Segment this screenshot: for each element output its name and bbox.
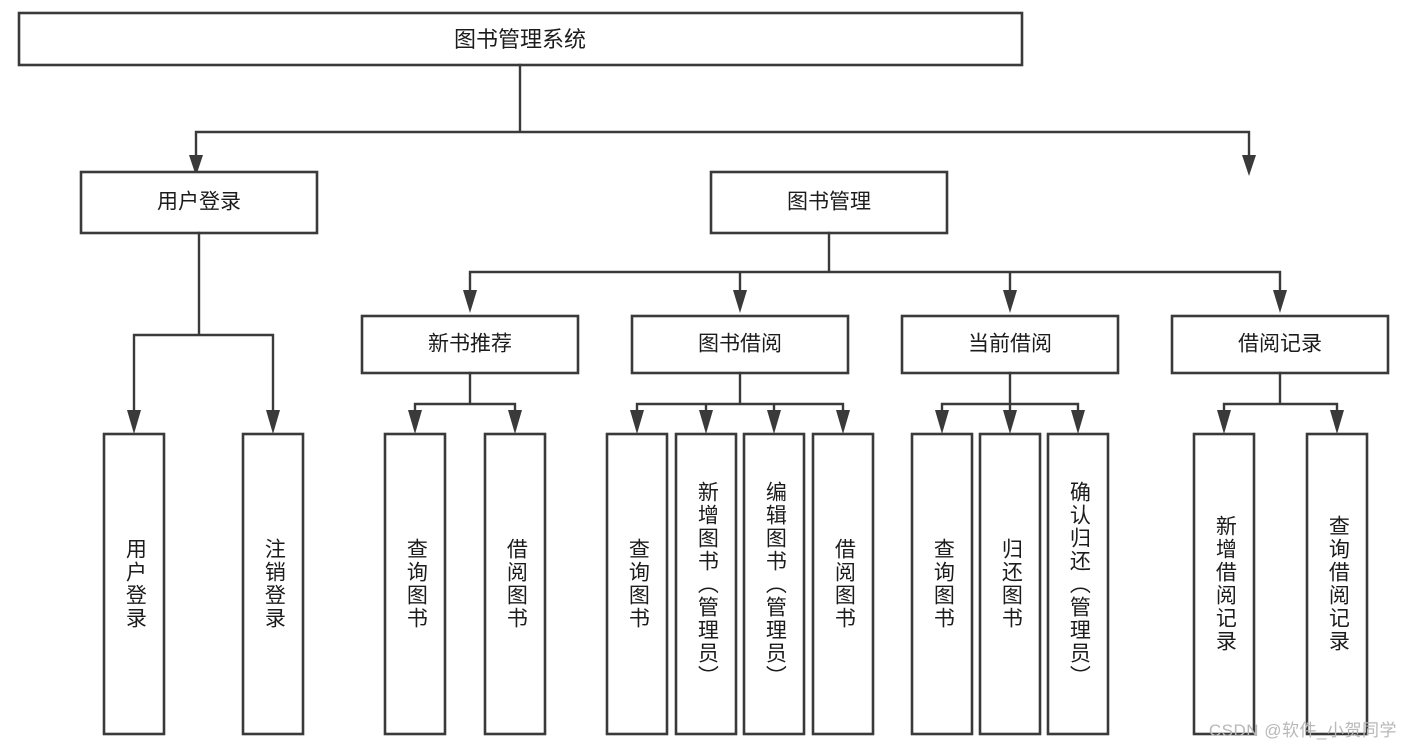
arrow-current-borrow-leaf-3: [1071, 410, 1085, 434]
leaf-box-user-login[interactable]: [102, 432, 166, 736]
borrow-record-label: 借阅记录: [1238, 333, 1322, 356]
arrow-to-user-login: [189, 155, 203, 176]
arrow-to-leaf-logout: [266, 410, 280, 434]
user-login-box: [79, 170, 319, 235]
leaf-box-borrow-book-2[interactable]: [811, 432, 875, 736]
arrow-borrow-record-leaf-1: [1217, 410, 1231, 434]
arrow-book-borrow-leaf-2: [699, 410, 713, 434]
leaf-box-query-book-2[interactable]: [605, 432, 669, 736]
borrow-record-box: [1170, 314, 1390, 375]
user-login-label: 用户登录: [157, 191, 241, 214]
arrow-book-borrow-leaf-3: [767, 410, 781, 434]
leaf-box-confirm-return-admin[interactable]: [1046, 432, 1110, 736]
connector-new-book-to-leaves: [408, 371, 522, 434]
arrow-to-borrow-record: [1273, 290, 1287, 313]
connector-user-login-to-leaves: [127, 231, 280, 434]
leaf-box-query-borrow-record[interactable]: [1305, 432, 1369, 736]
connector-book-borrow-to-leaves: [630, 371, 850, 434]
new-book-recommend-label: 新书推荐: [428, 333, 512, 356]
root-label: 图书管理系统: [454, 27, 586, 52]
leaf-box-query-book-1[interactable]: [383, 432, 447, 736]
node-user-login[interactable]: 用户登录: [79, 170, 319, 235]
current-borrow-box: [900, 314, 1120, 375]
leaf-box-edit-book-admin[interactable]: [742, 432, 806, 736]
leaf-box-borrow-book-1[interactable]: [483, 432, 547, 736]
leaf-box-add-borrow-record[interactable]: [1192, 432, 1256, 736]
arrow-new-book-leaf-1: [408, 410, 422, 434]
arrow-to-book-borrow: [733, 290, 747, 313]
arrow-to-leaf-user-login: [127, 410, 141, 434]
node-new-book-recommend[interactable]: 新书推荐: [360, 314, 580, 375]
arrow-current-borrow-leaf-2: [1003, 410, 1017, 434]
current-borrow-label: 当前借阅: [968, 333, 1052, 356]
connector-current-borrow-to-leaves: [935, 371, 1085, 434]
arrow-to-book-manage: [1242, 155, 1256, 176]
connector-book-manage-to-level3: [463, 231, 1287, 313]
csdn-watermark: CSDN @软件_小贺同学: [1208, 721, 1397, 740]
book-borrow-box: [630, 314, 850, 375]
arrow-to-new-book: [463, 290, 477, 313]
arrow-to-current-borrow: [1003, 290, 1017, 313]
arrow-new-book-leaf-2: [508, 410, 522, 434]
arrow-borrow-record-leaf-2: [1330, 410, 1344, 434]
arrow-current-borrow-leaf-1: [935, 410, 949, 434]
root-box: [17, 11, 1024, 67]
node-borrow-record[interactable]: 借阅记录: [1170, 314, 1390, 375]
node-current-borrow[interactable]: 当前借阅: [900, 314, 1120, 375]
connector-root-to-level2: [189, 63, 1256, 176]
node-book-borrow[interactable]: 图书借阅: [630, 314, 850, 375]
leaf-box-return-book[interactable]: [978, 432, 1042, 736]
node-book-manage[interactable]: 图书管理: [709, 170, 949, 235]
arrow-book-borrow-leaf-1: [630, 410, 644, 434]
arrow-book-borrow-leaf-4: [836, 410, 850, 434]
leaf-box-logout-login[interactable]: [241, 432, 305, 736]
node-root[interactable]: 图书管理系统: [17, 11, 1024, 67]
leaf-box-query-book-3[interactable]: [910, 432, 974, 736]
leaf-box-add-book-admin[interactable]: [674, 432, 738, 736]
book-borrow-label: 图书借阅: [698, 333, 782, 356]
connector-borrow-record-to-leaves: [1217, 371, 1344, 434]
book-manage-label: 图书管理: [787, 191, 871, 214]
